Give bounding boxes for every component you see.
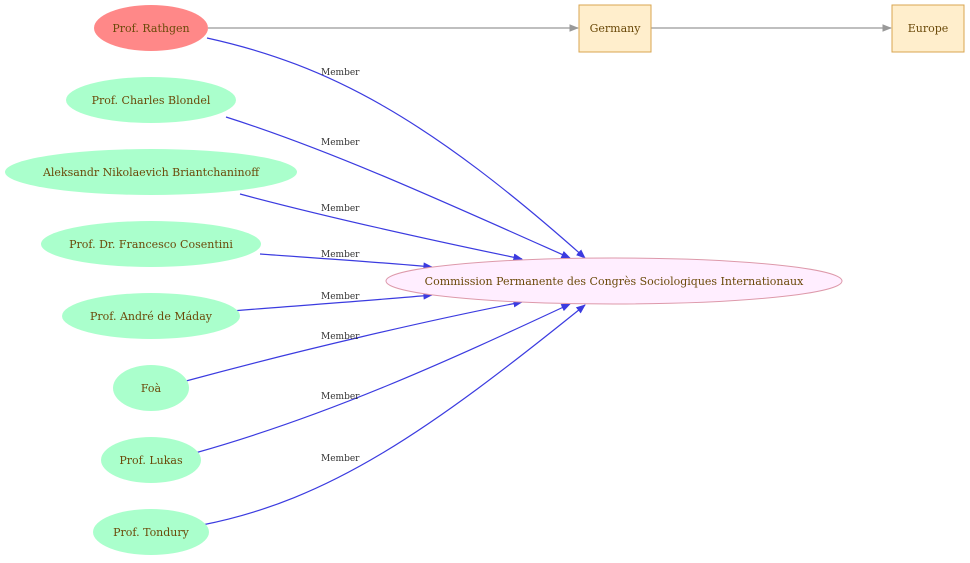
- node-label-tondury: Prof. Tondury: [113, 526, 190, 539]
- edge-briantchaninoff-commission: [239, 193, 523, 262]
- node-label-rathgen: Prof. Rathgen: [112, 22, 189, 35]
- edge-label-foa: Member: [321, 332, 360, 342]
- node-foa[interactable]: Foà: [113, 365, 189, 411]
- node-label-germany: Germany: [590, 22, 642, 35]
- member-edges: [185, 37, 586, 526]
- node-rathgen[interactable]: Prof. Rathgen: [94, 5, 208, 51]
- node-label-commission: Commission Permanente des Congrès Sociol…: [425, 275, 804, 288]
- node-blondel[interactable]: Prof. Charles Blondel: [66, 77, 236, 123]
- node-germany[interactable]: Germany: [578, 4, 652, 53]
- node-commission[interactable]: Commission Permanente des Congrès Sociol…: [385, 257, 843, 305]
- node-briantchaninoff[interactable]: Aleksandr Nikolaevich Briantchaninoff: [5, 149, 297, 195]
- edge-label-briantchaninoff: Member: [321, 204, 360, 214]
- node-label-blondel: Prof. Charles Blondel: [92, 94, 211, 107]
- node-label-maday: Prof. André de Máday: [90, 310, 213, 323]
- edge-label-maday: Member: [321, 292, 360, 302]
- node-cosentini[interactable]: Prof. Dr. Francesco Cosentini: [41, 221, 261, 267]
- edge-lukas-commission: [194, 303, 571, 454]
- node-label-europe: Europe: [908, 22, 949, 35]
- edge-rathgen-commission: [206, 37, 586, 259]
- node-label-lukas: Prof. Lukas: [119, 454, 183, 467]
- node-label-foa: Foà: [141, 382, 162, 395]
- node-tondury[interactable]: Prof. Tondury: [93, 509, 209, 555]
- edge-label-cosentini: Member: [321, 250, 360, 260]
- edge-label-tondury: Member: [321, 454, 360, 464]
- edge-cosentini-commission: [259, 253, 433, 271]
- edge-label-lukas: Member: [321, 392, 360, 402]
- node-lukas[interactable]: Prof. Lukas: [101, 437, 201, 483]
- node-europe[interactable]: Europe: [891, 4, 965, 53]
- edge-blondel-commission: [225, 116, 571, 259]
- node-label-cosentini: Prof. Dr. Francesco Cosentini: [69, 238, 233, 251]
- node-label-briantchaninoff: Aleksandr Nikolaevich Briantchaninoff: [42, 166, 260, 179]
- edge-labels: Member Member Member Member Member Membe…: [321, 68, 360, 464]
- edge-tondury-commission: [201, 304, 586, 526]
- edge-label-rathgen: Member: [321, 68, 360, 78]
- edge-foa-commission: [185, 299, 523, 382]
- edge-label-blondel: Member: [321, 138, 360, 148]
- node-maday[interactable]: Prof. André de Máday: [62, 293, 240, 339]
- edge-maday-commission: [230, 291, 433, 312]
